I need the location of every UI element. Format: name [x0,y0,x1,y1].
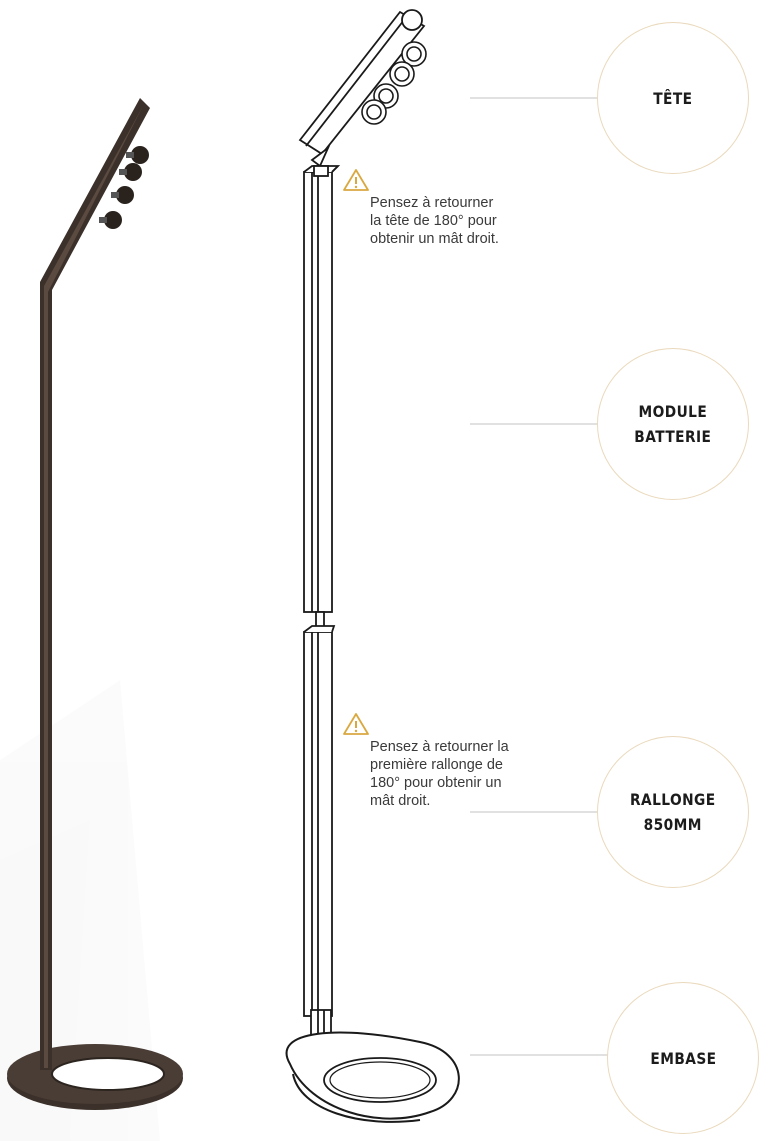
part-label-rallonge: RALLONGE 850MM [630,787,716,837]
part-label-embase: EMBASE [650,1046,716,1071]
warning-triangle-icon [343,712,369,736]
warning-note-head: Pensez à retourner la tête de 180° pour … [370,176,499,248]
part-circle-rallonge: RALLONGE 850MM [597,736,749,888]
part-circle-tete: TÊTE [597,22,749,174]
warning-triangle-icon [343,168,369,192]
warning-note-extension: Pensez à retourner la première rallonge … [370,720,509,810]
part-base-drawing [287,1010,459,1122]
part-extension-drawing [304,612,334,1016]
part-label-tete: TÊTE [653,86,692,111]
part-circle-embase: EMBASE [607,982,759,1134]
part-circle-module-batterie: MODULE BATTERIE [597,348,749,500]
part-head-drawing [300,10,426,166]
part-battery-drawing [304,166,338,612]
part-label-module-batterie: MODULE BATTERIE [634,399,711,449]
